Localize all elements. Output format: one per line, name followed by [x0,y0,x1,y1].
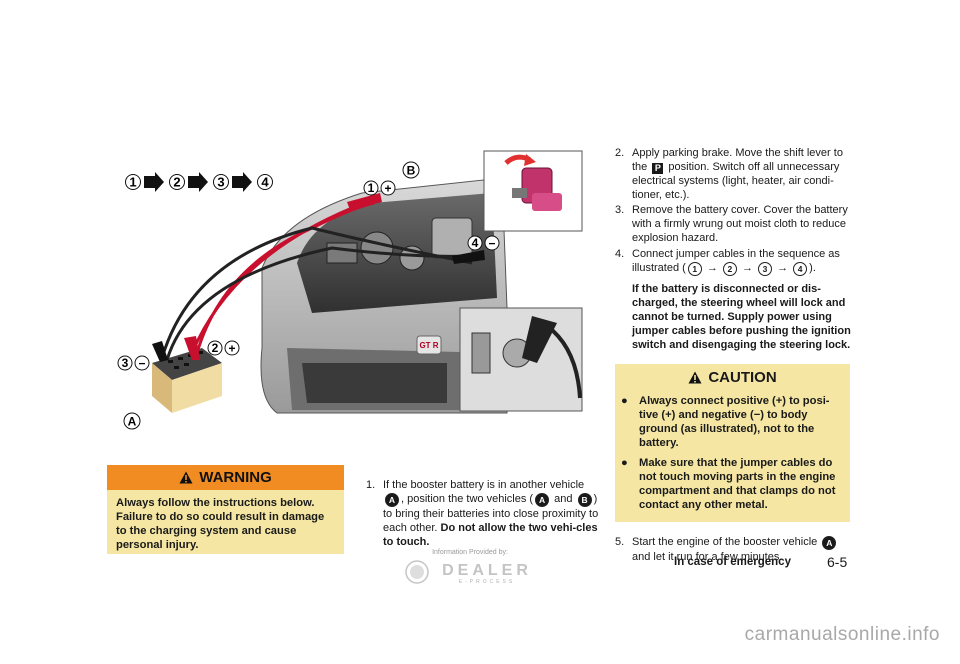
step-number: 4. [615,248,625,260]
step-text: Connect jumper cables in the sequence as… [632,248,840,274]
seq-num-3: 3 [217,175,224,190]
inset-battery-cover [483,150,583,232]
step-number: 1. [366,479,376,491]
callout-b-icon: B [577,493,592,508]
svg-text:DEALER: DEALER [442,562,532,579]
booster-battery [152,348,222,413]
seq-num-4: 4 [261,175,269,190]
step-text: Apply parking brake. Move the shift leve… [632,147,843,173]
svg-text:E-PROCESS: E-PROCESS [459,579,515,585]
red-clamp [347,193,382,210]
step-number: 3. [615,204,625,216]
step-text: and [554,493,573,505]
arrow-right-icon [232,172,252,192]
warning-text: Always follow the instructions below. Fa… [116,497,325,551]
black-clamp [152,341,168,362]
callout-a-icon: A [535,493,550,508]
watermark: carmanualsonline.info [744,624,940,645]
black-cable [165,246,473,361]
callout-4: 4 [472,236,479,250]
park-position-icon: P [652,162,664,174]
dealer-logo: Information Provided by: DEALER E-PROCES… [405,549,532,585]
black-cable [160,226,473,359]
caution-item-text: Make sure that the jumper cables do not … [639,457,836,511]
warning-icon [179,471,193,484]
red-clamp [184,336,200,360]
bullet-icon: ● [621,395,628,407]
arrow-icon: → [706,262,718,274]
gtr-badge: GT R [419,341,438,350]
step-text: ). [809,262,816,274]
seq-num-1: 1 [129,175,136,190]
svg-text:Information Provided by:: Information Provided by: [432,549,508,556]
callout-3: 3 [122,356,129,370]
seq-circle-icon: 3 [758,262,773,277]
callout-2: 2 [212,341,219,355]
step-text: If the booster battery is in another veh… [383,479,585,491]
callouts: B 1 + 4 − 2 + 3 − A [117,161,500,430]
seq-circle-icon: 1 [687,262,702,277]
step-text: Start the engine of the booster vehicle [632,536,818,548]
callout-1: 1 [368,181,375,195]
callout-a: A [128,415,137,429]
step-text: ) [593,493,598,505]
step-bold-text: Do not allow the two vehi-cles to touch. [383,522,598,549]
inset-negative-ground [459,307,583,412]
minus-sign: − [488,237,495,251]
caution-item: ● Make sure that the jumper cables do no… [621,456,840,512]
step-3: 3. Remove the battery cover. Cover the b… [615,203,853,245]
step-text: and let it run for a few minutes. [632,551,783,564]
jump-start-illustration: 1 2 3 4 GT R [117,150,583,430]
caution-box: CAUTION ● Always connect positive (+) to… [615,364,850,522]
caution-item-text: Always connect positive (+) to posi-tive… [639,395,830,449]
black-clamp [452,250,485,264]
warning-header: WARNING [107,465,344,490]
warning-icon [688,371,702,383]
red-cable [190,206,353,354]
step-5: 5. Start the engine of the booster vehic… [615,535,853,564]
step-1: 1. If the booster battery is in another … [366,478,602,549]
caution-item: ● Always connect positive (+) to posi-ti… [621,394,840,450]
seq-circle-icon: 2 [722,262,737,277]
caution-header: CAUTION [615,364,850,390]
plus-sign: + [384,182,391,196]
arrow-right-icon [144,172,164,192]
callout-a-icon: A [385,493,399,508]
caution-list: ● Always connect positive (+) to posi-ti… [615,390,850,512]
page-number: 6-5 [827,554,848,570]
warning-box: WARNING Always follow the instructions b… [107,465,344,554]
plus-sign: + [228,342,235,356]
seq-num-2: 2 [173,175,180,190]
step-2: 2. Apply parking brake. Move the shift l… [615,146,853,202]
step-4: 4. Connect jumper cables in the sequence… [615,247,853,352]
step-bold-text: If the battery is disconnected or dis-ch… [632,283,851,352]
caution-title: CAUTION [708,368,777,386]
warning-title: WARNING [199,469,272,486]
step-text: to bring their batteries into close prox… [383,508,599,535]
minus-sign: − [138,357,145,371]
section-footer: In case of emergency [674,556,791,568]
step-text: , position the two vehicles ( [401,493,534,505]
bullet-icon: ● [621,457,628,469]
arrow-icon: → [777,262,789,274]
step-text: position. Switch off all unnecessary ele… [632,161,840,201]
step-number: 2. [615,147,625,159]
seq-circle-icon: 4 [793,262,808,277]
arrow-icon: → [741,262,753,274]
step-number: 5. [615,536,625,548]
sequence-diagram: 1 2 3 4 [125,172,273,192]
callout-a-icon: A [822,536,837,551]
rotate-arrow-icon [524,154,536,166]
step-text: Remove the battery cover. Cover the batt… [632,204,848,244]
arrow-right-icon [188,172,208,192]
callout-b: B [407,164,416,178]
